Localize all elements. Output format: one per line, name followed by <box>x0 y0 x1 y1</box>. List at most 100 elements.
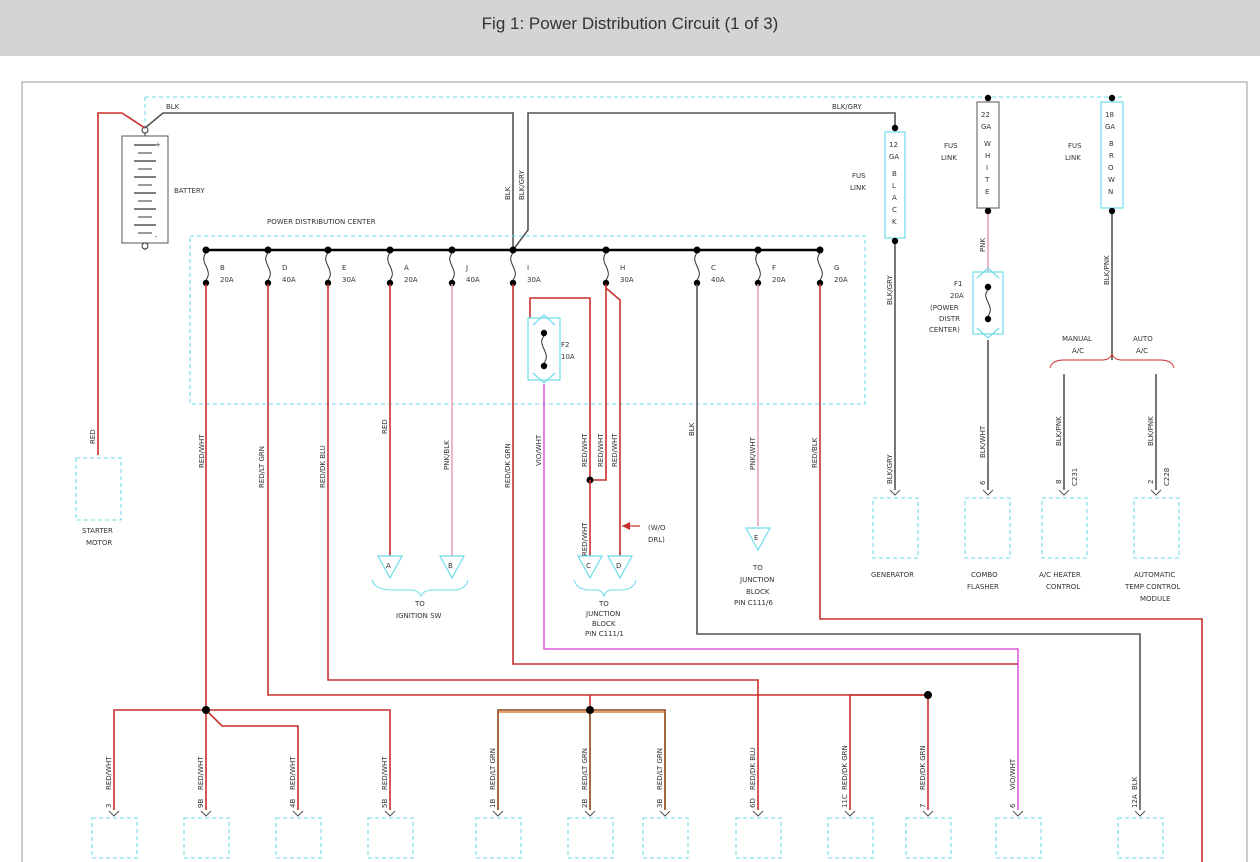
fuse-id: F <box>772 264 776 272</box>
wire-a-label: RED <box>381 419 389 434</box>
wire-c <box>696 284 1141 810</box>
svg-text:GA: GA <box>889 153 899 161</box>
diagram-frame <box>21 81 1248 862</box>
svg-text:FUS: FUS <box>852 172 866 180</box>
wire-g-label: RED/BLK <box>811 437 819 468</box>
fuse-id: E <box>342 264 346 272</box>
starter-motor: STARTER MOTOR <box>75 457 122 547</box>
bottom-4b <box>205 709 299 810</box>
svg-text:LINK: LINK <box>941 154 957 162</box>
svg-text:K: K <box>892 218 897 226</box>
wire-f-label: PNK/WHT <box>749 436 757 470</box>
ac-conn: C231 <box>1071 468 1079 486</box>
svg-text:B: B <box>448 562 453 570</box>
fusible-link-white: 22 GA W H I T E FUS LINK <box>941 94 1000 215</box>
svg-text:AUTOMATIC: AUTOMATIC <box>1134 571 1175 579</box>
svg-text:FUS: FUS <box>1068 142 1082 150</box>
bottom-b-bus <box>113 709 391 810</box>
blk-gry-vertical-label: BLK/GRY <box>518 170 526 200</box>
starter-red-wire <box>97 112 146 455</box>
drl-note-1: (W/O <box>648 524 666 532</box>
jb-brace <box>573 579 637 598</box>
svg-text:20A: 20A <box>950 292 964 300</box>
bottom-wire-label: BLK <box>1131 776 1139 790</box>
ac-pin: 8 <box>1055 480 1063 484</box>
wire-h-drl <box>605 287 621 556</box>
svg-text:(POWER: (POWER <box>930 304 959 312</box>
generator: GENERATOR <box>871 497 919 579</box>
jbe-label-1: TO <box>752 564 763 572</box>
jbe-label-2: JUNCTION <box>739 576 774 584</box>
jbe-label-3: BLOCK <box>746 588 770 596</box>
fuse-f1: F1 20A (POWER DISTR CENTER) <box>929 267 1004 339</box>
svg-text:T: T <box>984 176 990 184</box>
fuse-amps: 40A <box>711 276 725 284</box>
bottom-wire-label: VIO/WHT <box>1009 758 1017 790</box>
fuse-id: A <box>404 264 409 272</box>
bottom-connector: RED/LT GRN 1B <box>475 748 522 859</box>
wire-drl-label: RED/WHT <box>581 522 589 556</box>
wire-h2-label: RED/WHT <box>597 433 605 467</box>
bottom-pin-label: 9B <box>197 799 205 808</box>
fuse-id: B <box>220 264 225 272</box>
bottom-wire-label: RED/WHT <box>289 756 297 790</box>
wire-f2-label: VIO/WHT <box>535 434 543 466</box>
fuse-id: I <box>527 264 529 272</box>
bottom-wire-label: RED/WHT <box>381 756 389 790</box>
blk-gry-top-label: BLK/GRY <box>832 103 862 111</box>
starter-label-1: STARTER <box>82 527 113 535</box>
connector-e: E <box>744 527 772 552</box>
wire-h-f2-loop <box>529 297 591 480</box>
connector-d: D <box>606 555 634 580</box>
fuse-i: I 30A <box>509 246 541 287</box>
svg-text:GA: GA <box>981 123 991 131</box>
bottom-pin-label: 1B <box>489 799 497 808</box>
ignition-label-1: TO <box>414 600 425 608</box>
svg-text:COMBO: COMBO <box>971 571 998 579</box>
svg-text:22: 22 <box>981 111 990 119</box>
drl-note-2: DRL) <box>648 536 665 544</box>
fuse-amps: 30A <box>342 276 356 284</box>
fuse-amps: 40A <box>282 276 296 284</box>
fuse-id: C <box>711 264 716 272</box>
wire-c-label: BLK <box>688 422 696 436</box>
bottom-wire-label: RED/LT GRN <box>656 748 664 790</box>
battery: + - BATTERY <box>121 126 205 250</box>
fuse-id: H <box>620 264 625 272</box>
fuse-a: A 20A <box>386 246 418 287</box>
blk-vertical-label: BLK <box>504 186 512 200</box>
splice-dkgrn <box>924 691 932 699</box>
brown-wire-label: BLK/PNK <box>1103 255 1111 285</box>
fuse-amps: 30A <box>527 276 541 284</box>
svg-text:H: H <box>985 152 990 160</box>
bottom-pin-label: 3B <box>656 799 664 808</box>
jb-label-4: PIN C111/1 <box>585 630 624 638</box>
bottom-wire-label: RED/DK GRN <box>919 745 927 790</box>
bottom-g-bus <box>849 694 929 810</box>
bottom-connector: BLK 12A <box>1117 776 1164 859</box>
wire-d <box>267 284 928 696</box>
bottom-wire-label: RED/LT GRN <box>489 748 497 790</box>
auto-ac-1: AUTO <box>1133 335 1153 343</box>
fuse-id: G <box>834 264 839 272</box>
bottom-pin-label: 12A <box>1131 794 1139 808</box>
bottom-connector: RED/DK GRN 7 <box>905 745 952 859</box>
svg-text:LINK: LINK <box>850 184 866 192</box>
flasher-pin: 6 <box>979 480 987 485</box>
svg-text:A: A <box>386 562 391 570</box>
starter-wire-label: RED <box>89 429 97 444</box>
connector-b: B <box>438 555 466 580</box>
bottom-connectors: RED/WHT3RED/WHT9BRED/WHT4BRED/WHT5BRED/L… <box>91 745 1164 859</box>
automatic-temp-control-module: AUTOMATIC TEMP CONTROL MODULE <box>1124 497 1180 603</box>
svg-text:O: O <box>1108 164 1114 172</box>
ac1-wire-label: BLK/PNK <box>1055 416 1063 446</box>
fuse-amps: 20A <box>404 276 418 284</box>
bottom-pin-label: 5B <box>381 799 389 808</box>
fusible-link-brown: 18 GA B R O W N FUS LINK <box>1065 94 1124 215</box>
bottom-pin-label: 7 <box>919 804 927 808</box>
